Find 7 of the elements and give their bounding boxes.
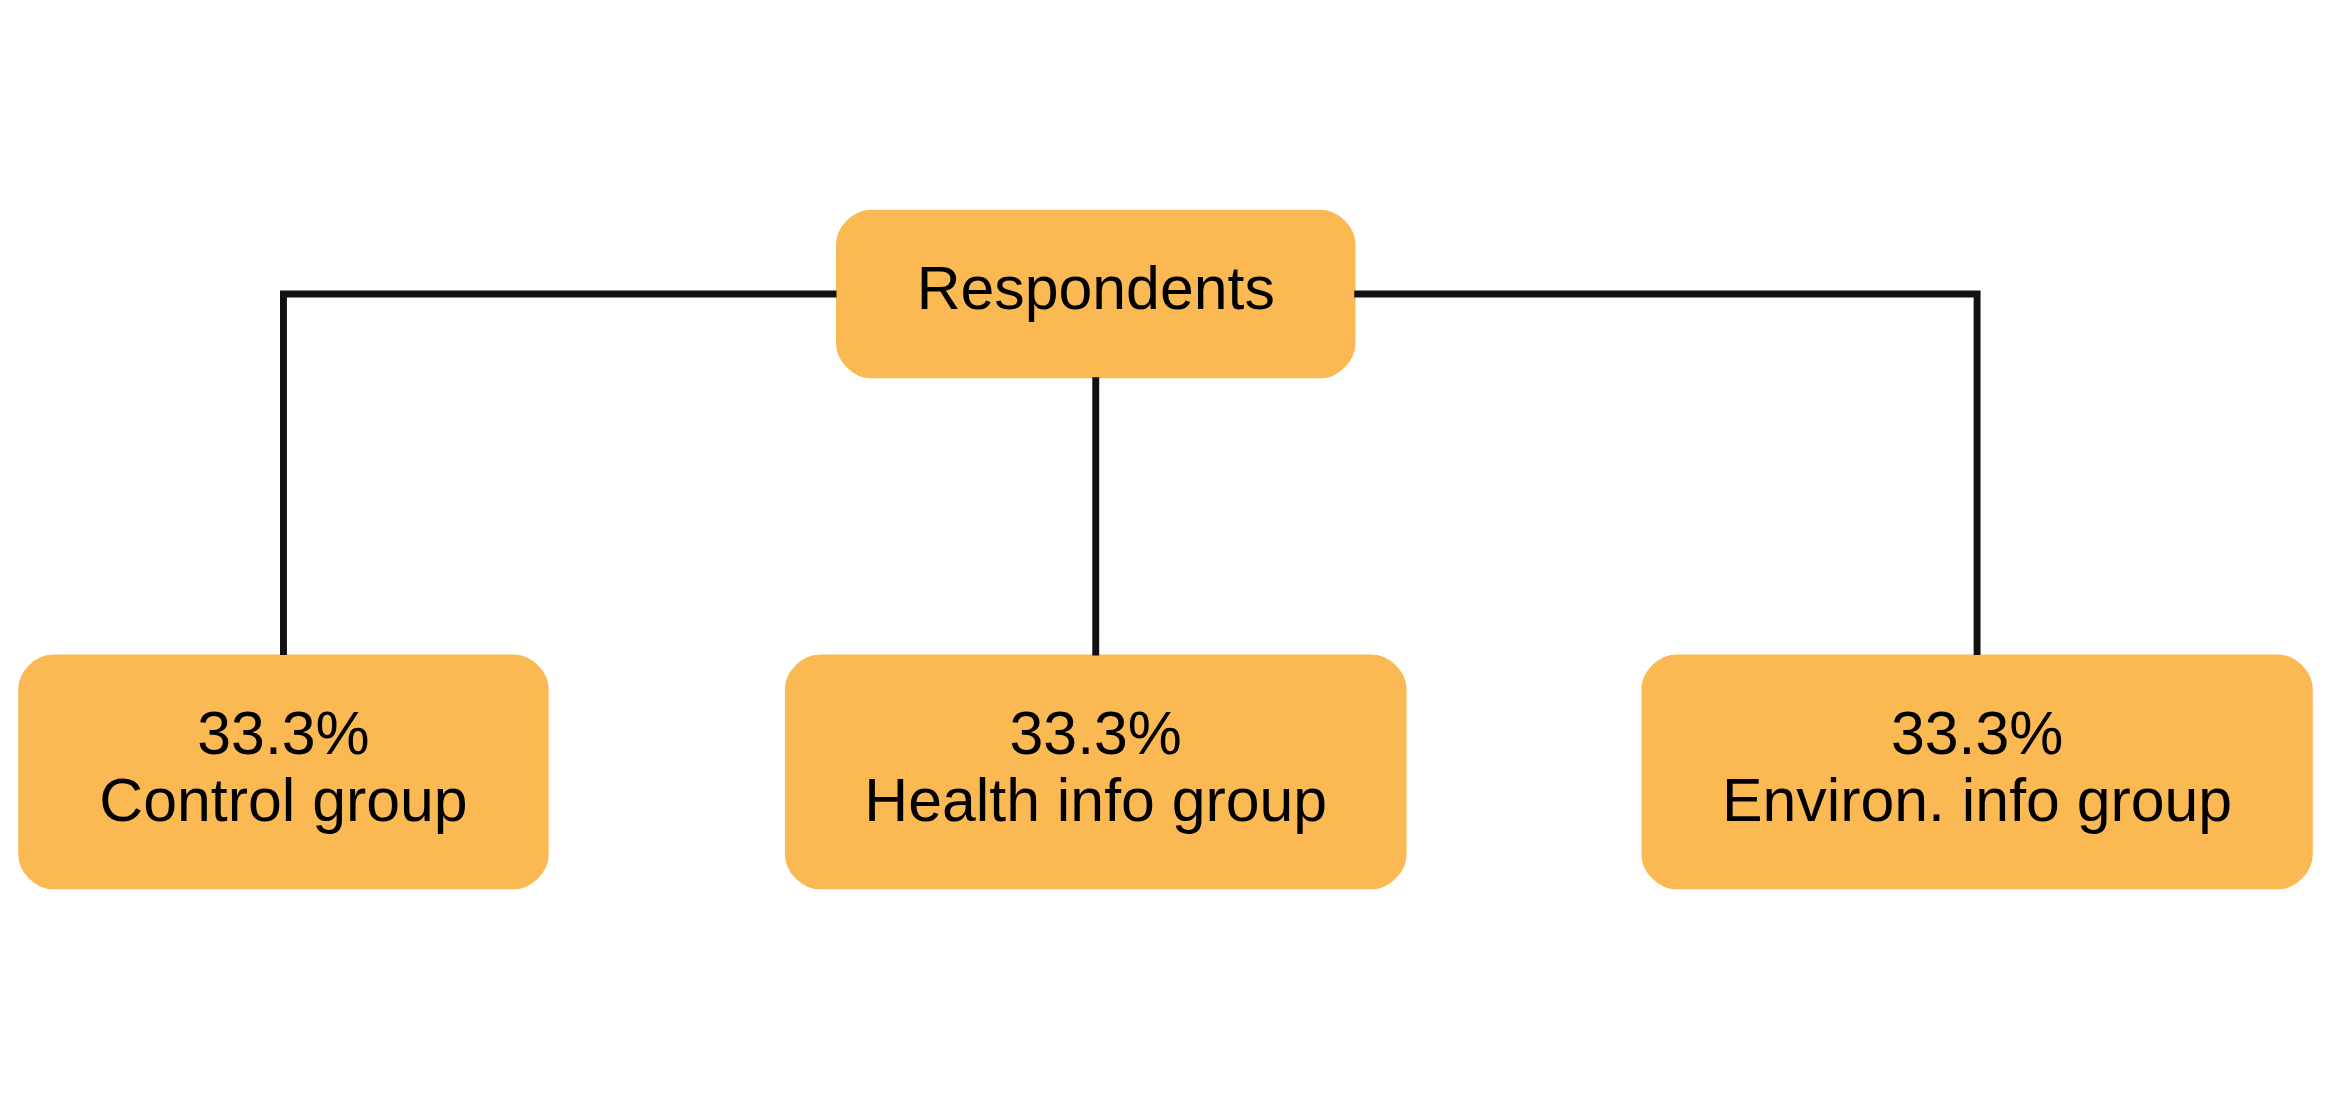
node-box: 33.3% Control group — [18, 654, 549, 890]
connector — [1092, 377, 1100, 656]
node-box: 33.3% Environ. info group — [1641, 654, 2313, 890]
connector — [1354, 290, 1981, 655]
node-box: 33.3% Health info group — [784, 654, 1407, 890]
node-box: Respondents — [836, 209, 1356, 379]
connector — [280, 290, 837, 655]
